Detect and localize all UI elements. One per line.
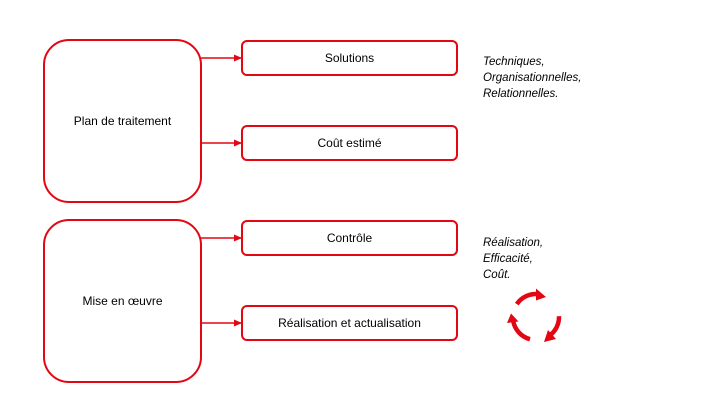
note-line: Coût.	[483, 269, 511, 281]
note-line: Techniques,	[483, 56, 545, 68]
controle-label: Contrôle	[326, 231, 373, 245]
circular-arrows-icon	[507, 288, 562, 342]
solutions-box: Solutions	[241, 40, 458, 76]
note-line: Efficacité,	[483, 253, 533, 265]
realisation-label: Réalisation et actualisation	[278, 316, 421, 330]
note-line: Relationnelles.	[483, 88, 559, 100]
mise-en-oeuvre-box: Mise en œuvre	[43, 219, 202, 383]
cout-estime-label: Coût estimé	[317, 136, 382, 150]
solutions-note: Techniques, Organisationnelles, Relation…	[483, 54, 581, 102]
solutions-label: Solutions	[324, 51, 375, 65]
note-line: Organisationnelles,	[483, 72, 582, 84]
controle-note: Réalisation, Efficacité, Coût.	[483, 235, 543, 283]
plan-de-traitement-label: Plan de traitement	[73, 114, 172, 128]
plan-de-traitement-box: Plan de traitement	[43, 39, 202, 203]
note-line: Réalisation,	[483, 237, 544, 249]
controle-box: Contrôle	[241, 220, 458, 256]
realisation-box: Réalisation et actualisation	[241, 305, 458, 341]
mise-en-oeuvre-label: Mise en œuvre	[82, 294, 163, 308]
cout-estime-box: Coût estimé	[241, 125, 458, 161]
